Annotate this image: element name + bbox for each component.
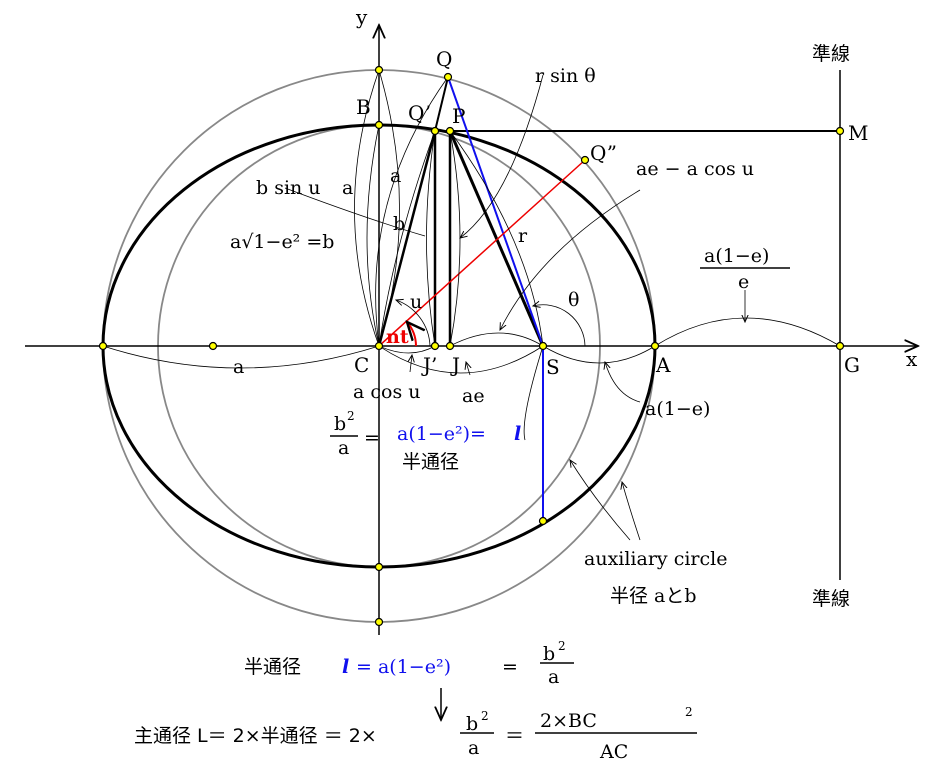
bsinu-label: b sin u: [256, 177, 321, 199]
svg-text:b: b: [543, 643, 555, 665]
svg-text:2: 2: [558, 639, 566, 653]
svg-text:l: l: [342, 656, 349, 678]
point-C-label: C: [354, 353, 369, 377]
ps-line: [448, 130, 545, 347]
point-G-label: G: [844, 353, 860, 377]
point-P-label: P: [452, 104, 465, 128]
svg-text:＝: ＝: [505, 725, 524, 747]
ae-minus-acosu-label: ae − a cos u: [636, 158, 754, 180]
dimension-arcs: [102, 69, 841, 541]
svg-text:=: =: [502, 656, 518, 678]
svg-text:主通径 L＝ 2×半通径 ＝ 2×: 主通径 L＝ 2×半通径 ＝ 2×: [134, 725, 377, 747]
svg-text:= a(1−e²): = a(1−e²): [356, 656, 451, 678]
svg-text:a: a: [468, 737, 479, 759]
point-Q-label: Q: [436, 47, 452, 71]
svg-text:l: l: [514, 423, 521, 445]
svg-text:2: 2: [347, 409, 355, 423]
directrix-label-bottom: 準線: [812, 588, 850, 610]
svg-text:2: 2: [481, 709, 489, 723]
b-inner-label: b: [393, 213, 405, 235]
svg-text:半通径: 半通径: [402, 451, 459, 473]
point-S-label: S: [546, 355, 560, 379]
theta-angle-arc: [533, 305, 586, 347]
nt-label: nt: [386, 326, 409, 348]
a1e-over-e-numerator: a(1−e): [704, 245, 769, 267]
qs-line: [447, 76, 544, 347]
radius-label: 半径 aとb: [610, 585, 697, 607]
a1e-over-e-denominator: e: [738, 271, 749, 293]
svg-text:b: b: [334, 413, 346, 435]
point-A-label: A: [655, 353, 671, 377]
x-axis-label: x: [906, 347, 918, 371]
points: [98, 65, 845, 627]
svg-text:a: a: [548, 666, 559, 688]
a-inner-label: a: [390, 165, 401, 187]
point-Q2-label: Q”: [590, 141, 617, 165]
svg-text:b: b: [466, 713, 478, 735]
qq1-line: [434, 76, 449, 132]
svg-text:=: =: [364, 427, 380, 449]
svg-text:a: a: [338, 437, 349, 459]
sqrt-expression: a√1−e² =b: [230, 231, 334, 253]
point-M-label: M: [848, 121, 868, 145]
svg-text:2: 2: [685, 705, 693, 719]
point-B-label: B: [356, 95, 371, 119]
point-J-label: J: [450, 353, 460, 377]
auxiliary-circle-label: auxiliary circle: [584, 548, 727, 570]
ae-label: ae: [462, 385, 485, 407]
r-label: r: [518, 225, 528, 247]
a-axis-label: a: [233, 356, 244, 378]
directrix-label-top: 準線: [812, 43, 850, 65]
svg-text:半通径: 半通径: [244, 656, 301, 678]
acosu-label: a cos u: [353, 381, 420, 403]
svg-text:a(1−e²)=: a(1−e²)=: [397, 423, 486, 445]
point-Q1-label: Q’: [408, 101, 431, 125]
u-angle-arc: [396, 300, 431, 347]
point-J1-label: J’: [421, 353, 437, 377]
cq2-line: [378, 159, 586, 347]
rsin-theta-label: r sin θ: [535, 65, 596, 87]
svg-text:AC: AC: [599, 741, 628, 763]
a-left-label: a: [342, 177, 353, 199]
nt-angle-arc: [407, 322, 416, 347]
y-axis-label: y: [355, 5, 368, 29]
theta-label: θ: [568, 289, 579, 311]
u-label: u: [410, 291, 422, 313]
svg-text:2×BC: 2×BC: [540, 710, 597, 732]
a1e-label: a(1−e): [645, 398, 710, 420]
